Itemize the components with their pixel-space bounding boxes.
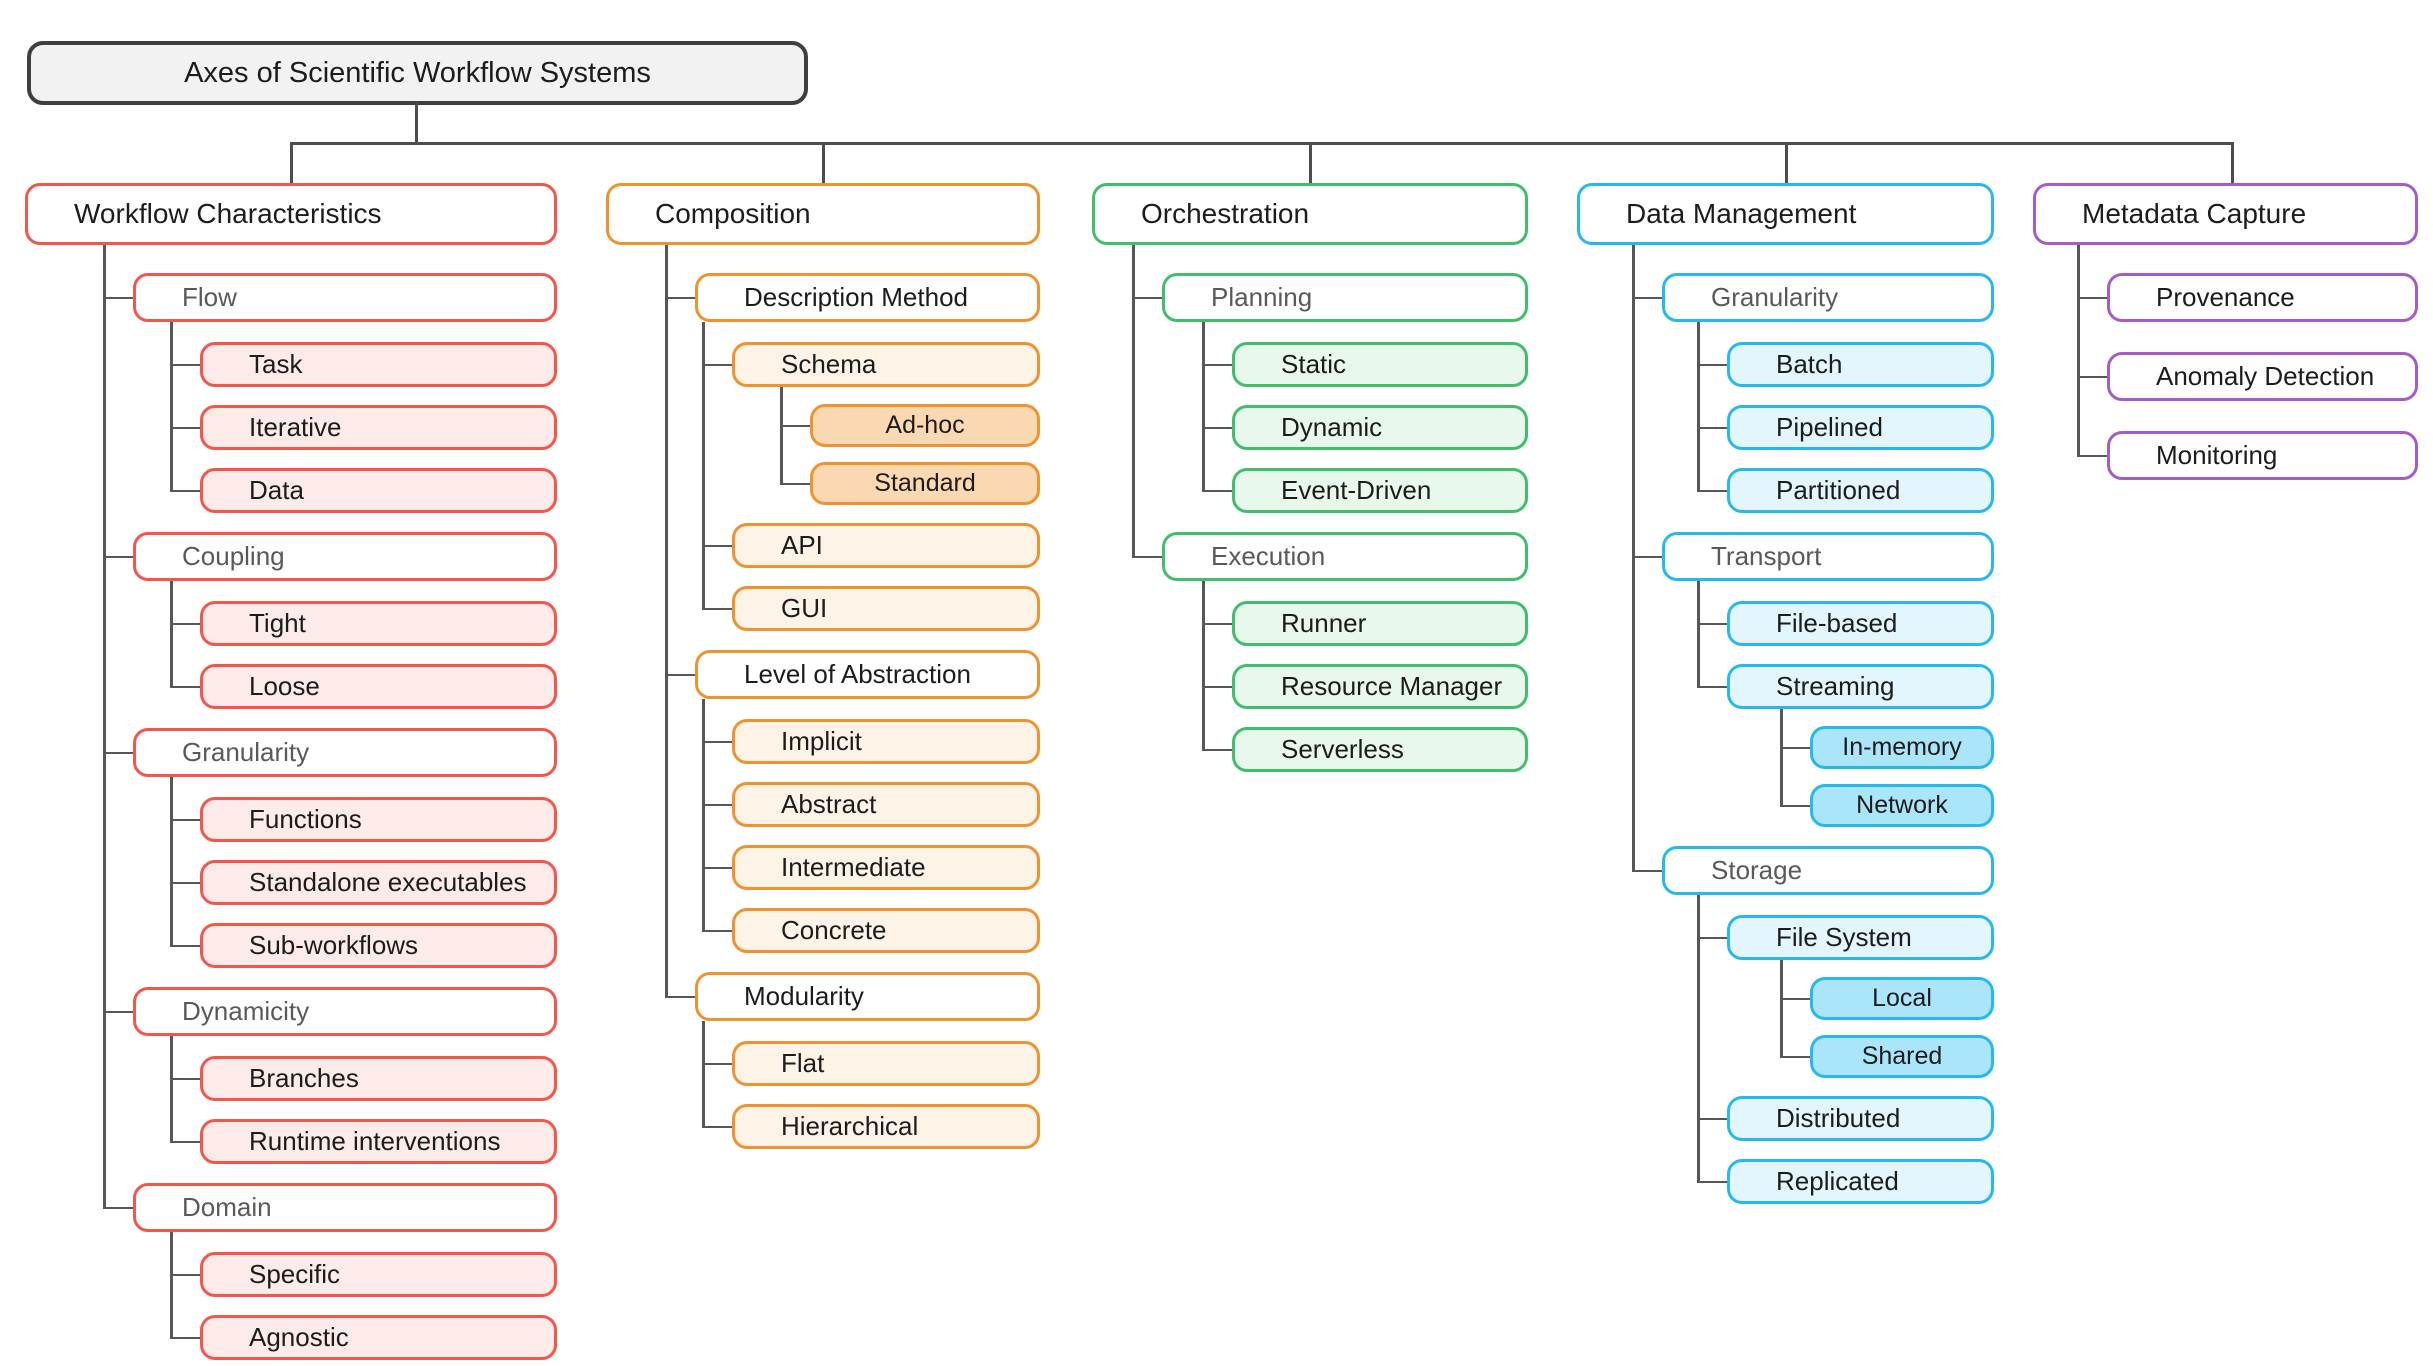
tree-branch: File-based Streaming In-memory Network: [1697, 581, 1994, 827]
node-functions: Functions: [200, 797, 557, 842]
tree-branch: File System Local Shared Distributed Rep…: [1697, 895, 1994, 1204]
node-sub-workflows: Sub-workflows: [200, 923, 557, 968]
tree-branch: Batch Pipelined Partitioned: [1697, 322, 1994, 513]
root-node: Axes of Scientific Workflow Systems: [27, 41, 808, 105]
tree-branch: Functions Standalone executables Sub-wor…: [170, 777, 557, 968]
node-shared: Shared: [1810, 1035, 1994, 1078]
node-standalone-executables: Standalone executables: [200, 860, 557, 905]
node-provenance: Provenance: [2107, 273, 2418, 322]
tree-branch: Implicit Abstract Intermediate Concrete: [702, 699, 1040, 953]
tree-branch: Provenance Anomaly Detection Monitoring: [2077, 245, 2418, 480]
column-workflow-characteristics: Workflow Characteristics Flow Task Itera…: [25, 183, 557, 1360]
connector-drop-composition: [822, 144, 825, 185]
column-header-data-management: Data Management: [1577, 183, 1994, 245]
node-specific: Specific: [200, 1252, 557, 1297]
node-api: API: [732, 523, 1040, 568]
node-task: Task: [200, 342, 557, 387]
node-dynamicity: Dynamicity: [133, 987, 557, 1036]
tree-branch: Branches Runtime interventions: [170, 1036, 557, 1164]
tree-branch: In-memory Network: [1780, 709, 1994, 827]
node-runtime-interventions: Runtime interventions: [200, 1119, 557, 1164]
column-header-workflow-characteristics: Workflow Characteristics: [25, 183, 557, 245]
node-granularity-workflow: Granularity: [133, 728, 557, 777]
tree-branch: Flow Task Iterative Data Coupling Tight …: [103, 245, 557, 1360]
node-runner: Runner: [1232, 601, 1528, 646]
node-distributed: Distributed: [1727, 1096, 1994, 1141]
tree-branch: Granularity Batch Pipelined Partitioned …: [1632, 245, 1994, 1204]
tree-branch: Planning Static Dynamic Event-Driven Exe…: [1132, 245, 1528, 772]
column-header-metadata-capture: Metadata Capture: [2033, 183, 2418, 245]
node-transport: Transport: [1662, 532, 1994, 581]
connector-root-trunk: [415, 103, 418, 144]
node-loose: Loose: [200, 664, 557, 709]
node-flow: Flow: [133, 273, 557, 322]
column-header-orchestration: Orchestration: [1092, 183, 1528, 245]
column-orchestration: Orchestration Planning Static Dynamic Ev…: [1092, 183, 1528, 772]
node-execution: Execution: [1162, 532, 1528, 581]
node-ad-hoc: Ad-hoc: [810, 404, 1040, 447]
column-metadata-capture: Metadata Capture Provenance Anomaly Dete…: [2033, 183, 2418, 480]
tree-branch: Flat Hierarchical: [702, 1021, 1040, 1149]
node-level-of-abstraction: Level of Abstraction: [695, 650, 1040, 699]
connector-drop-workflow-characteristics: [290, 144, 293, 185]
node-domain: Domain: [133, 1183, 557, 1232]
node-dynamic: Dynamic: [1232, 405, 1528, 450]
node-abstract: Abstract: [732, 782, 1040, 827]
node-standard: Standard: [810, 462, 1040, 505]
node-granularity-data: Granularity: [1662, 273, 1994, 322]
node-agnostic: Agnostic: [200, 1315, 557, 1360]
connector-drop-data-management: [1785, 144, 1788, 185]
node-modularity: Modularity: [695, 972, 1040, 1021]
tree-branch: Ad-hoc Standard: [780, 387, 1040, 505]
node-branches: Branches: [200, 1056, 557, 1101]
tree-branch: Schema Ad-hoc Standard API GUI: [702, 322, 1040, 631]
node-coupling: Coupling: [133, 532, 557, 581]
node-event-driven: Event-Driven: [1232, 468, 1528, 513]
column-data-management: Data Management Granularity Batch Pipeli…: [1577, 183, 1994, 1204]
node-file-system: File System: [1727, 915, 1994, 960]
node-static: Static: [1232, 342, 1528, 387]
node-hierarchical: Hierarchical: [732, 1104, 1040, 1149]
node-monitoring: Monitoring: [2107, 431, 2418, 480]
tree-branch: Tight Loose: [170, 581, 557, 709]
node-network: Network: [1810, 784, 1994, 827]
node-streaming: Streaming: [1727, 664, 1994, 709]
node-serverless: Serverless: [1232, 727, 1528, 772]
node-resource-manager: Resource Manager: [1232, 664, 1528, 709]
node-file-based: File-based: [1727, 601, 1994, 646]
node-anomaly-detection: Anomaly Detection: [2107, 352, 2418, 401]
node-data: Data: [200, 468, 557, 513]
node-intermediate: Intermediate: [732, 845, 1040, 890]
tree-branch: Static Dynamic Event-Driven: [1202, 322, 1528, 513]
node-iterative: Iterative: [200, 405, 557, 450]
tree-branch: Task Iterative Data: [170, 322, 557, 513]
node-storage: Storage: [1662, 846, 1994, 895]
column-header-composition: Composition: [606, 183, 1040, 245]
node-tight: Tight: [200, 601, 557, 646]
node-flat: Flat: [732, 1041, 1040, 1086]
connector-horizontal-bus: [290, 142, 2234, 145]
node-batch: Batch: [1727, 342, 1994, 387]
node-partitioned: Partitioned: [1727, 468, 1994, 513]
tree-branch: Runner Resource Manager Serverless: [1202, 581, 1528, 772]
node-concrete: Concrete: [732, 908, 1040, 953]
connector-drop-orchestration: [1309, 144, 1312, 185]
tree-branch: Description Method Schema Ad-hoc Standar…: [665, 245, 1040, 1149]
node-in-memory: In-memory: [1810, 726, 1994, 769]
node-gui: GUI: [732, 586, 1040, 631]
tree-branch: Specific Agnostic: [170, 1232, 557, 1360]
tree-branch: Local Shared: [1780, 960, 1994, 1078]
connector-drop-metadata-capture: [2231, 144, 2234, 185]
node-local: Local: [1810, 977, 1994, 1020]
node-schema: Schema: [732, 342, 1040, 387]
node-implicit: Implicit: [732, 719, 1040, 764]
node-pipelined: Pipelined: [1727, 405, 1994, 450]
node-replicated: Replicated: [1727, 1159, 1994, 1204]
node-planning: Planning: [1162, 273, 1528, 322]
column-composition: Composition Description Method Schema Ad…: [606, 183, 1040, 1149]
node-description-method: Description Method: [695, 273, 1040, 322]
